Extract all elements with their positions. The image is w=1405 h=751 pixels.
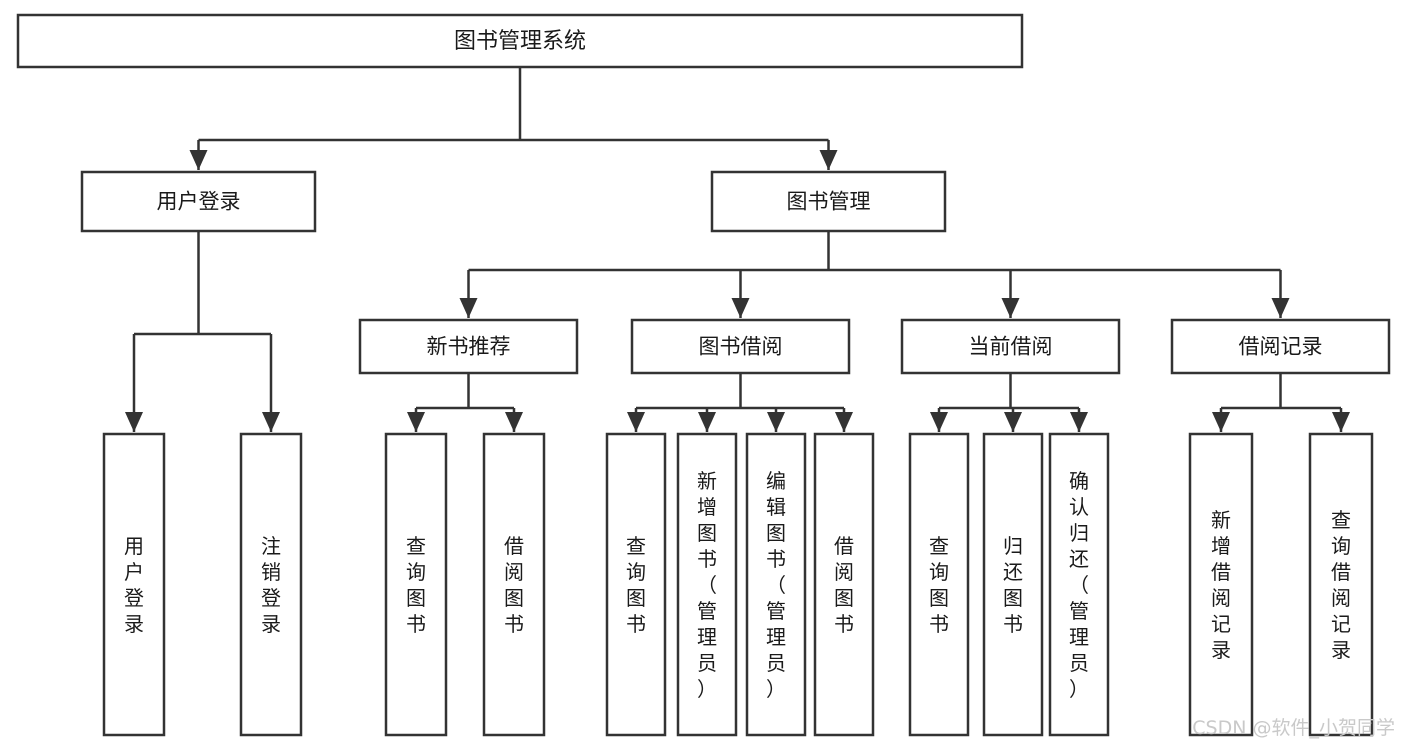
leaf-rect[interactable] — [482, 432, 546, 737]
leaf-label: 借阅图书 — [834, 534, 854, 636]
arrow-down-icon — [767, 412, 785, 432]
leaf-node-8[interactable]: 查询图书 — [908, 432, 970, 737]
leaf-rect[interactable] — [676, 432, 738, 737]
arrow-down-icon — [1004, 412, 1022, 432]
node-level3-3[interactable]: 借阅记录 — [1170, 318, 1391, 375]
arrow-down-icon — [1001, 298, 1020, 318]
connector-lines — [125, 67, 1350, 432]
arrow-down-icon — [1212, 412, 1230, 432]
leaf-rect[interactable] — [908, 432, 970, 737]
leaf-node-11[interactable]: 新增借阅记录 — [1188, 432, 1254, 737]
arrow-down-icon — [1271, 298, 1290, 318]
arrow-down-icon — [262, 412, 280, 432]
leaf-rect[interactable] — [745, 432, 807, 737]
leaf-label: 注销登录 — [261, 534, 281, 636]
leaf-node-9[interactable]: 归还图书 — [982, 432, 1044, 737]
arrow-down-icon — [505, 412, 523, 432]
arrow-down-icon — [731, 298, 750, 318]
node-label: 当前借阅 — [969, 335, 1053, 359]
node-label: 图书管理 — [787, 190, 871, 214]
node-rect[interactable] — [358, 318, 579, 375]
leaf-rect[interactable] — [982, 432, 1044, 737]
leaf-label: 查询图书 — [626, 534, 646, 636]
leaf-node-2[interactable]: 查询图书 — [384, 432, 448, 737]
node-boxes: 图书管理系统用户登录图书管理新书推荐图书借阅当前借阅借阅记录用户登录注销登录查询… — [16, 13, 1391, 737]
node-rect[interactable] — [710, 170, 947, 233]
leaf-rect[interactable] — [1048, 432, 1110, 737]
arrow-down-icon — [189, 150, 208, 170]
arrow-down-icon — [1070, 412, 1088, 432]
node-level3-2[interactable]: 当前借阅 — [900, 318, 1121, 375]
leaf-node-1[interactable]: 注销登录 — [239, 432, 303, 737]
leaf-label: 查询图书 — [406, 534, 426, 636]
leaf-label: 查询图书 — [929, 534, 949, 636]
arrow-down-icon — [930, 412, 948, 432]
node-level2-0[interactable]: 用户登录 — [80, 170, 317, 233]
node-level3-0[interactable]: 新书推荐 — [358, 318, 579, 375]
arrow-down-icon — [407, 412, 425, 432]
leaf-node-0[interactable]: 用户登录 — [102, 432, 166, 737]
leaf-rect[interactable] — [813, 432, 875, 737]
leaf-rect[interactable] — [384, 432, 448, 737]
node-label: 图书管理系统 — [454, 29, 586, 54]
node-label: 图书借阅 — [699, 335, 783, 359]
arrow-down-icon — [1332, 412, 1350, 432]
leaf-rect[interactable] — [605, 432, 667, 737]
leaf-label: 归还图书 — [1003, 534, 1023, 636]
arrow-down-icon — [459, 298, 478, 318]
node-label: 用户登录 — [157, 190, 241, 214]
leaf-node-6[interactable]: 编辑图书（管理员） — [745, 432, 807, 737]
arrow-down-icon — [819, 150, 838, 170]
arrow-down-icon — [627, 412, 645, 432]
watermark-text: CSDN @软件_小贺同学 — [1192, 717, 1395, 739]
node-rect[interactable] — [80, 170, 317, 233]
leaf-label: 编辑图书（管理员） — [766, 469, 786, 701]
node-rect[interactable] — [630, 318, 851, 375]
leaf-node-4[interactable]: 查询图书 — [605, 432, 667, 737]
node-label: 新书推荐 — [427, 335, 511, 359]
leaf-label: 用户登录 — [124, 534, 144, 636]
leaf-node-5[interactable]: 新增图书（管理员） — [676, 432, 738, 737]
arrow-down-icon — [835, 412, 853, 432]
leaf-label: 新增借阅记录 — [1211, 508, 1231, 662]
leaf-label: 查询借阅记录 — [1331, 508, 1351, 662]
leaf-label: 借阅图书 — [504, 534, 524, 636]
leaf-label: 新增图书（管理员） — [697, 469, 717, 701]
leaf-rect[interactable] — [239, 432, 303, 737]
node-level2-1[interactable]: 图书管理 — [710, 170, 947, 233]
node-level3-1[interactable]: 图书借阅 — [630, 318, 851, 375]
arrow-down-icon — [698, 412, 716, 432]
leaf-rect[interactable] — [102, 432, 166, 737]
leaf-node-3[interactable]: 借阅图书 — [482, 432, 546, 737]
leaf-node-7[interactable]: 借阅图书 — [813, 432, 875, 737]
node-rect[interactable] — [16, 13, 1024, 69]
leaf-rect[interactable] — [1188, 432, 1254, 737]
leaf-label: 确认归还（管理员） — [1069, 469, 1089, 701]
node-rect[interactable] — [900, 318, 1121, 375]
leaf-node-10[interactable]: 确认归还（管理员） — [1048, 432, 1110, 737]
node-root-0[interactable]: 图书管理系统 — [16, 13, 1024, 69]
node-rect[interactable] — [1170, 318, 1391, 375]
node-label: 借阅记录 — [1239, 335, 1323, 359]
arrow-down-icon — [125, 412, 143, 432]
leaf-rect[interactable] — [1308, 432, 1374, 737]
leaf-node-12[interactable]: 查询借阅记录 — [1308, 432, 1374, 737]
